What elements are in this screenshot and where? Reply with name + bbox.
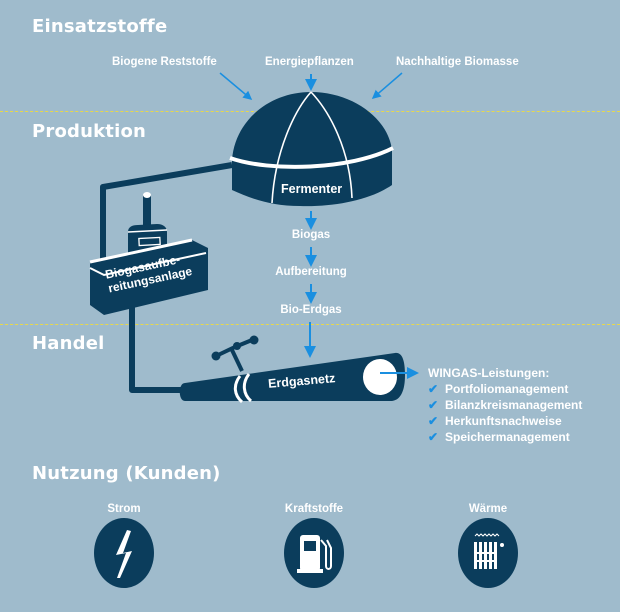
input-energy-crops: Energiepflanzen [265,56,354,68]
service-item: ✔Herkunftsnachweise [428,414,562,428]
service-item: ✔Bilanzkreismanagement [428,398,583,412]
radiator-icon [458,518,518,588]
service-item: ✔Speichermanagement [428,430,570,444]
upgrading-plant-icon [89,192,208,315]
gas-pipe-lower [129,300,185,393]
usage-label-electricity: Strom [107,503,141,515]
arrow-left-input [219,72,253,100]
flow-label-biogas: Biogas [291,229,331,241]
services-list: WINGAS-Leistungen: ✔Portfoliomanagement … [428,365,582,445]
section-title-usage: Nutzung (Kunden) [32,463,221,484]
fermenter-icon [229,91,394,207]
fuel-pump-icon [284,518,344,588]
fermenter-label: Fermenter [281,182,343,196]
arrow-right-input [371,72,403,99]
service-item: ✔Portfoliomanagement [428,382,569,396]
section-title-inputs: Einsatzstoffe [32,16,168,37]
checkmark-icon: ✔ [428,414,439,428]
gas-pipe-upper [100,162,233,262]
section-title-production: Produktion [32,121,147,142]
services-title: WINGAS-Leistungen: [428,366,550,380]
lightning-icon [94,518,154,588]
flow-label-bio-natural-gas: Bio-Erdgas [280,304,342,316]
usage-label-fuels: Kraftstoffe [284,503,344,515]
pipeline-icon [179,335,405,404]
usage-label-heat: Wärme [468,503,508,515]
checkmark-icon: ✔ [428,382,439,396]
input-biogenic-residues: Biogene Reststoffe [112,56,217,68]
flow-label-upgrading: Aufbereitung [275,266,347,278]
section-title-trade: Handel [32,333,105,354]
input-sustainable-biomass: Nachhaltige Biomasse [396,56,519,68]
checkmark-icon: ✔ [428,398,439,412]
checkmark-icon: ✔ [428,430,439,444]
